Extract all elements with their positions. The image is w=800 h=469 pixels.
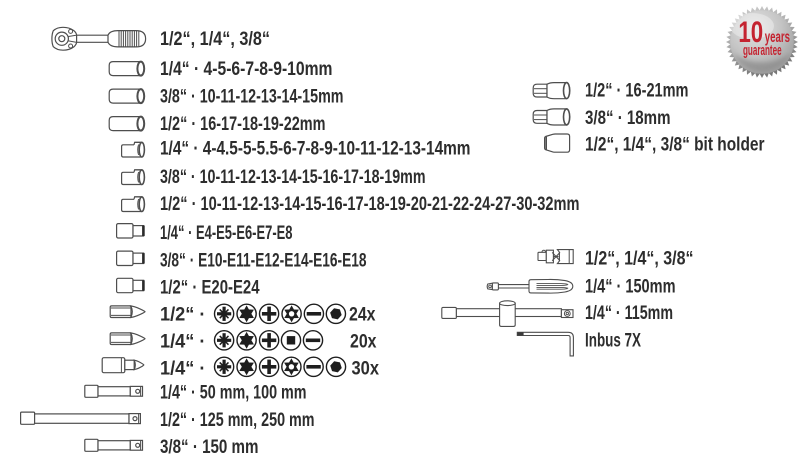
- svg-text:24x: 24x: [349, 303, 376, 325]
- svg-text:years: years: [765, 29, 790, 46]
- svg-text:1/4“ · 4-4.5-5-5.5-6-7-8-9-10-: 1/4“ · 4-4.5-5-5.5-6-7-8-9-10-11-12-13-1…: [160, 138, 471, 160]
- svg-text:1/2“ · 125 mm, 250 mm: 1/2“ · 125 mm, 250 mm: [160, 409, 315, 431]
- svg-text:Inbus 7X: Inbus 7X: [585, 329, 641, 351]
- svg-text:20x: 20x: [350, 330, 377, 352]
- svg-text:1/2“ · 16-21mm: 1/2“ · 16-21mm: [585, 80, 689, 102]
- svg-text:1/2“, 1/4“, 3/8“: 1/2“, 1/4“, 3/8“: [585, 247, 694, 269]
- svg-text:1/2“ ·: 1/2“ ·: [160, 303, 206, 325]
- svg-text:1/2“ · 16-17-18-19-22mm: 1/2“ · 16-17-18-19-22mm: [160, 113, 326, 135]
- svg-text:30x: 30x: [352, 357, 380, 379]
- svg-text:guarantee: guarantee: [743, 42, 782, 59]
- svg-text:1/4“ · E4-E5-E6-E7-E8: 1/4“ · E4-E5-E6-E7-E8: [160, 222, 293, 244]
- svg-text:3/8“ · 10-11-12-13-14-15mm: 3/8“ · 10-11-12-13-14-15mm: [160, 86, 344, 108]
- svg-text:1/4“ ·: 1/4“ ·: [160, 330, 206, 352]
- svg-text:1/4“ ·: 1/4“ ·: [160, 357, 206, 379]
- svg-text:3/8“ · 150 mm: 3/8“ · 150 mm: [160, 436, 259, 458]
- svg-text:3/8“ · 10-11-12-13-14-15-16-17: 3/8“ · 10-11-12-13-14-15-16-17-18-19mm: [160, 166, 426, 188]
- svg-text:1/2“ · 10-11-12-13-14-15-16-17: 1/2“ · 10-11-12-13-14-15-16-17-18-19-20-…: [160, 193, 580, 215]
- svg-text:10: 10: [738, 17, 763, 49]
- svg-text:1/4“ · 150mm: 1/4“ · 150mm: [585, 275, 676, 297]
- svg-text:3/8“ · E10-E11-E12-E14-E16-E18: 3/8“ · E10-E11-E12-E14-E16-E18: [160, 250, 367, 272]
- svg-text:1/4“ · 115mm: 1/4“ · 115mm: [585, 302, 673, 324]
- svg-text:1/4“ · 4-5-6-7-8-9-10mm: 1/4“ · 4-5-6-7-8-9-10mm: [160, 58, 333, 80]
- svg-text:1/2“, 1/4“, 3/8“ bit holder: 1/2“, 1/4“, 3/8“ bit holder: [585, 134, 765, 156]
- svg-text:3/8“ · 18mm: 3/8“ · 18mm: [585, 107, 671, 129]
- svg-text:1/2“, 1/4“, 3/8“: 1/2“, 1/4“, 3/8“: [160, 28, 270, 50]
- svg-text:1/4“ · 50 mm, 100 mm: 1/4“ · 50 mm, 100 mm: [160, 382, 307, 404]
- svg-text:1/2“ · E20-E24: 1/2“ · E20-E24: [160, 277, 260, 299]
